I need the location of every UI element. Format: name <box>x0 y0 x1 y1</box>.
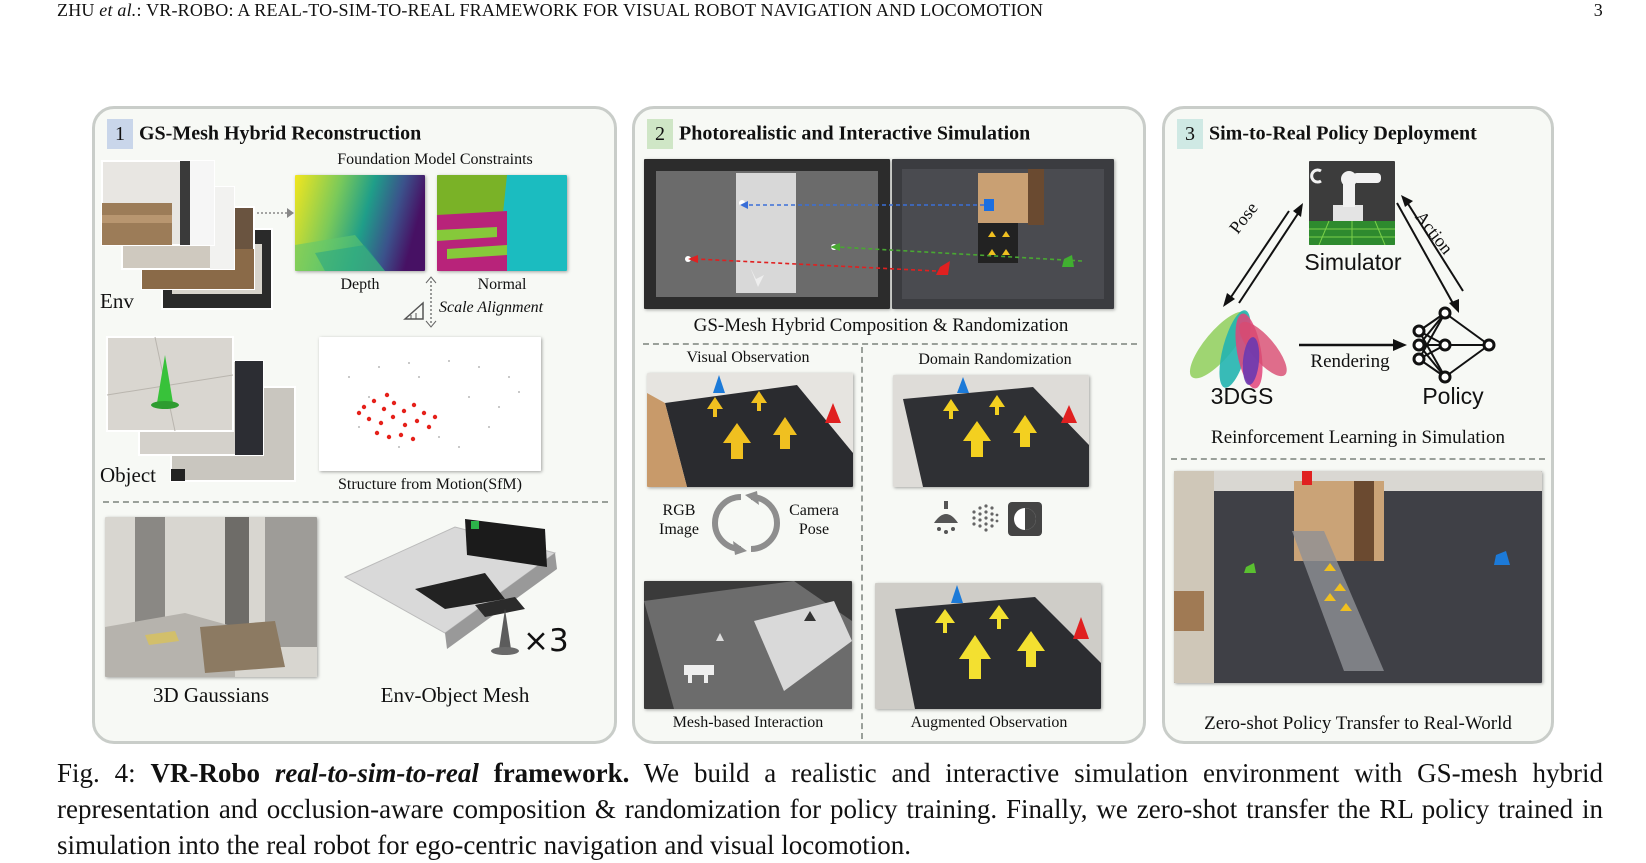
panel1-divider <box>103 501 608 503</box>
sfm-label: Structure from Motion(SfM) <box>338 476 522 493</box>
ruler-icon <box>403 301 424 320</box>
domain-rand-label: Domain Randomization <box>918 351 1072 368</box>
object-label: Object <box>100 463 156 487</box>
contrast-icon <box>1008 502 1042 536</box>
sfm-red-points <box>356 392 438 442</box>
normal-map <box>437 175 567 271</box>
gaussian-splat-icon <box>1189 310 1287 389</box>
simulator-icon <box>1309 161 1395 245</box>
transfer-label: Zero-shot Policy Transfer to Real-World <box>1204 713 1512 734</box>
panel2-divider-v <box>861 347 863 739</box>
gs-label: 3DGS <box>1210 383 1274 409</box>
sfm-point-cloud <box>319 337 541 471</box>
visual-obs-label: Visual Observation <box>686 349 810 366</box>
figure-caption: Fig. 4: VR-Robo real-to-sim-to-real fram… <box>57 758 1603 860</box>
env-to-depth-arrow <box>257 208 294 218</box>
lighting-icon <box>934 501 958 534</box>
gaussians-label: 3D Gaussians <box>152 683 270 707</box>
composition-arrows <box>688 201 1083 272</box>
blue-cone <box>984 199 994 211</box>
running-title: ZHU et al.: VR-ROBO: A REAL-TO-SIM-TO-RE… <box>57 0 1044 20</box>
sfm-gray-points <box>348 360 520 448</box>
page-number: 3 <box>1593 0 1603 20</box>
policy-network-icon <box>1412 306 1496 384</box>
panel2-divider-h <box>643 343 1137 345</box>
env-label: Env <box>100 289 134 313</box>
augmented-observation-image <box>875 583 1101 709</box>
red-cone <box>936 261 950 275</box>
depth-map <box>295 175 425 271</box>
mesh-label: Env-Object Mesh <box>380 683 530 707</box>
pose-arrows <box>1223 203 1303 307</box>
green-cone-real <box>1244 563 1256 573</box>
visual-observation-image <box>647 373 853 487</box>
env-object-mesh <box>343 519 557 655</box>
domain-randomization-image <box>893 375 1089 487</box>
foundation-label: Foundation Model Constraints <box>337 151 533 168</box>
real-world-transfer-image <box>1174 471 1542 683</box>
scale-arrow <box>425 276 437 328</box>
panel1-number: 1 <box>107 119 133 149</box>
panel2-number: 2 <box>647 119 673 149</box>
noise-icon <box>972 504 999 532</box>
augmented-label: Augmented Observation <box>910 714 1068 731</box>
mesh-interaction-image <box>644 581 852 709</box>
mesh-interaction-label: Mesh-based Interaction <box>672 714 824 731</box>
policy-label: Policy <box>1422 383 1484 409</box>
rendering-label: Rendering <box>1310 351 1390 372</box>
simulator-label: Simulator <box>1304 249 1402 275</box>
object-image-stack <box>106 336 296 482</box>
real-topdown-photo <box>892 159 1114 309</box>
gaussians-render <box>105 517 317 677</box>
rl-label: Reinforcement Learning in Simulation <box>1211 427 1505 448</box>
sim-topdown-map <box>644 159 890 309</box>
env-image-stack <box>101 160 273 310</box>
composition-label: GS-Mesh Hybrid Composition & Randomizati… <box>693 315 1069 336</box>
action-arrows <box>1396 195 1464 313</box>
cone-count: ×3 <box>523 623 569 659</box>
scale-label: Scale Alignment <box>439 299 544 316</box>
object-frame-1 <box>106 336 234 432</box>
depth-label: Depth <box>340 276 380 293</box>
normal-label: Normal <box>477 276 527 293</box>
green-cone <box>1062 255 1074 267</box>
rendering-arrow <box>1299 339 1407 351</box>
blue-cone-real <box>1494 551 1510 565</box>
cycle-arrows-icon <box>712 491 780 555</box>
panel3-number: 3 <box>1177 119 1203 149</box>
running-head: ZHU et al.: VR-ROBO: A REAL-TO-SIM-TO-RE… <box>57 0 1603 22</box>
panel3-divider <box>1171 458 1545 460</box>
